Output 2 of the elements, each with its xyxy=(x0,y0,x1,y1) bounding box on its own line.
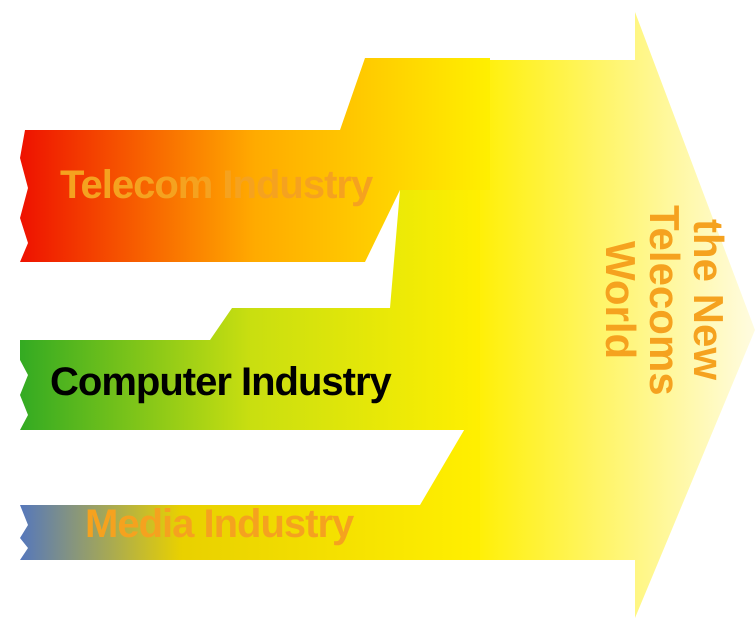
arrow-label: the New Telecoms World xyxy=(596,204,730,398)
band-label: Computer Industry xyxy=(50,360,391,405)
